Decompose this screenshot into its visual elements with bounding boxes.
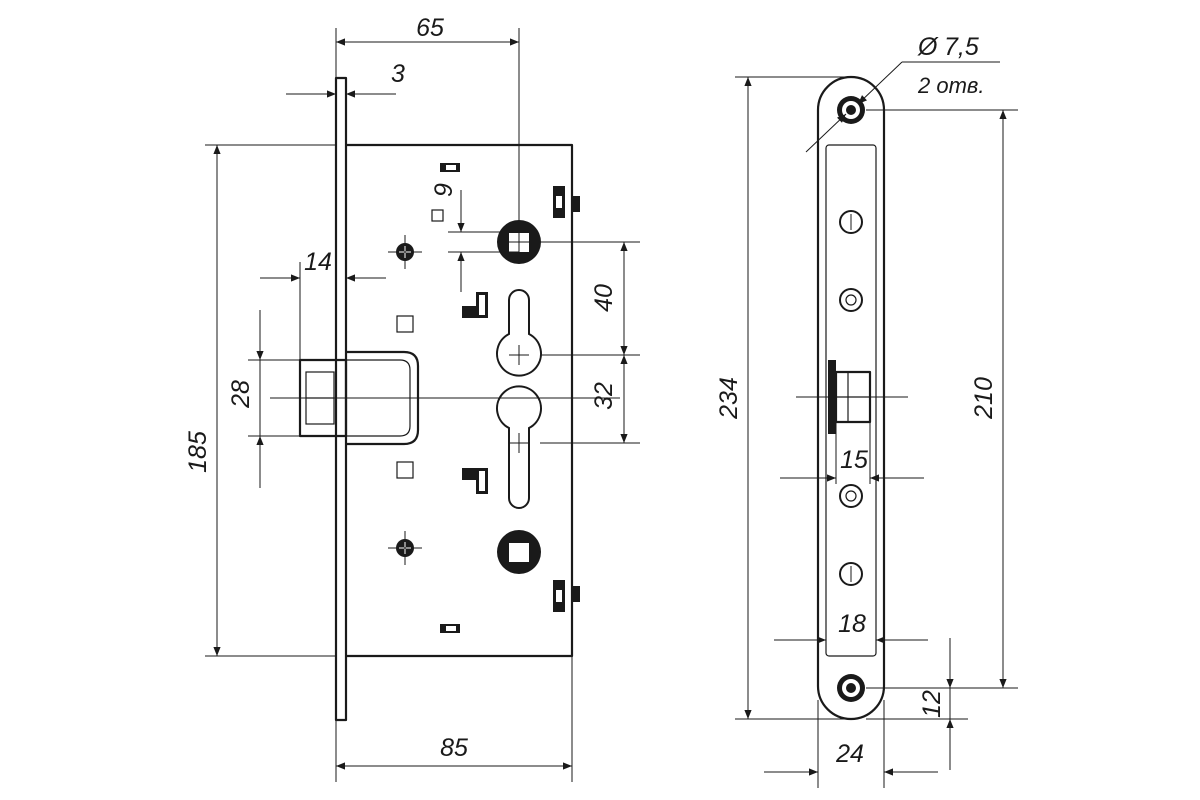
plate-hole-4 — [839, 562, 863, 586]
dim-plate-width: 24 — [835, 740, 864, 768]
slot-mark-bottom — [440, 624, 460, 633]
mount-hole-top — [837, 96, 865, 124]
dim-latch-height: 28 — [227, 380, 255, 409]
faceplate-view — [796, 75, 908, 721]
dim-hole-diameter: 7,5 — [944, 33, 979, 61]
dim-inner-width: 18 — [838, 610, 866, 638]
square-window-top — [396, 315, 414, 333]
faceplate-inner — [825, 144, 877, 657]
edge-clip-bottom — [553, 580, 580, 612]
right-view-dimensions: 234 210 Ø 7,5 2 отв. 15 18 12 24 — [715, 33, 1018, 788]
phillips-screw-bottom — [388, 531, 422, 565]
dim-strike-width: 3 — [391, 60, 405, 88]
lock-case — [346, 143, 574, 658]
edge-clip-top — [553, 186, 580, 218]
dim-front-height: 185 — [184, 431, 212, 473]
plate-hole-2 — [839, 288, 863, 312]
dim-spindle-to-cylinder: 40 — [590, 284, 618, 312]
dim-body-depth: 85 — [440, 734, 468, 762]
hole-diameter-symbol: Ø — [917, 33, 939, 61]
spindle-hub-bottom — [497, 530, 541, 574]
dim-hole-distance: 210 — [970, 377, 998, 420]
phillips-screw-top — [388, 235, 422, 269]
dim-end-offset: 12 — [918, 690, 946, 718]
mount-hole-bottom — [837, 674, 865, 702]
plate-hole-3 — [839, 484, 863, 508]
slot-mark-top — [440, 163, 460, 172]
lock-body-view — [298, 76, 580, 722]
spindle-hub-top — [497, 220, 541, 264]
dim-latch-offset: 14 — [304, 248, 332, 276]
cylinder-cutout-bottom — [496, 385, 542, 509]
dim-spindle-square: 9 — [430, 183, 458, 197]
dim-hole-count: 2 отв. — [917, 73, 985, 98]
dim-cylinder-to-cylinder: 32 — [590, 382, 618, 410]
square-window-bottom — [396, 461, 414, 479]
faceplate — [334, 76, 348, 722]
dim-plate-height: 234 — [715, 377, 743, 420]
cylinder-cutout-top — [496, 289, 542, 377]
left-view-dimensions: 65 3 185 14 28 9 — [184, 14, 640, 782]
plate-hole-1 — [839, 210, 863, 234]
dim-backset: 65 — [416, 14, 444, 42]
dim-latch-width: 15 — [840, 446, 868, 474]
square-symbol — [431, 209, 444, 222]
